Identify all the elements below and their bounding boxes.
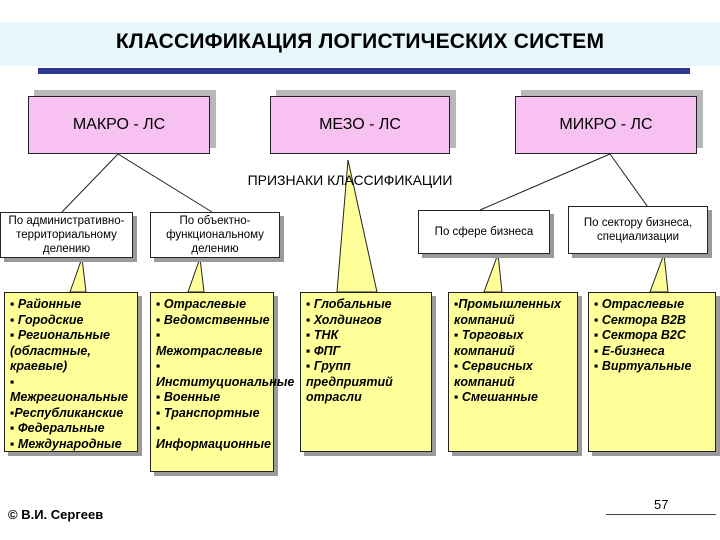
list-item: ▪ Городские xyxy=(10,312,84,327)
list-item: ▪ Федеральные xyxy=(10,421,105,435)
list-item: ▪ Виртуальные xyxy=(594,359,692,373)
list-item: ▪ Торговых компаний xyxy=(454,328,524,358)
list-item: ▪ Институциональные xyxy=(156,359,295,389)
list-functional: ▪ Отраслевые ▪ Ведомственные ▪ Межотрасл… xyxy=(150,292,295,472)
list-item: ▪ Групп предприятий отрасли xyxy=(306,359,393,404)
connector-micro-left xyxy=(479,153,611,211)
list-item: ▪Республиканские xyxy=(10,405,124,420)
list-item: ▪ Информационные xyxy=(156,421,271,451)
list-item: ▪ Международные xyxy=(10,436,122,451)
list-business-sphere: ▪Промышленных компаний ▪ Торговых компан… xyxy=(448,292,578,452)
author-credit: © В.И. Сергеев xyxy=(8,507,104,522)
list-item: ▪ Сектора B2B xyxy=(594,312,686,327)
list-item: ▪ Ведомственные xyxy=(156,312,270,327)
title-band xyxy=(0,22,720,66)
list-item: ▪ Сервисных компаний xyxy=(454,359,533,389)
list-item: ▪ Глобальные xyxy=(306,297,392,311)
list-item: ▪ ТНК xyxy=(306,328,339,342)
connector-macro-right xyxy=(117,153,213,213)
list-territorial: ▪ Районные ▪ Городские ▪ Региональные (о… xyxy=(4,292,138,452)
callout-criteria-4 xyxy=(649,253,669,293)
level-macro: МАКРО - ЛС xyxy=(28,96,210,154)
list-item: ▪ Холдингов xyxy=(306,312,382,327)
list-item: ▪ ФПГ xyxy=(306,343,341,358)
page-number-rule xyxy=(606,514,716,515)
page-number: 57 xyxy=(654,497,669,512)
list-item: ▪ Районные xyxy=(10,297,82,311)
list-item: ▪ Смешанные xyxy=(454,390,538,404)
connector-macro-left xyxy=(61,153,119,213)
criterion-territorial: По административно-территориальному деле… xyxy=(0,212,133,258)
list-item: ▪ Отраслевые xyxy=(594,297,685,311)
level-meso: МЕЗО - ЛС xyxy=(270,96,450,154)
criterion-functional: По объектно-функциональному делению xyxy=(150,212,280,258)
list-item: ▪ Отраслевые xyxy=(156,297,247,311)
list-item: ▪ Транспортные xyxy=(156,405,260,420)
callout-criteria-3 xyxy=(483,253,503,293)
list-business-sector: ▪ Отраслевые ▪ Сектора B2B ▪ Сектора B2C… xyxy=(588,292,716,452)
list-meso: ▪ Глобальные ▪ Холдингов ▪ ТНК ▪ ФПГ ▪ Г… xyxy=(300,292,432,452)
list-item: ▪ E-бизнеса xyxy=(594,343,665,358)
page-title: КЛАССИФИКАЦИЯ ЛОГИСТИЧЕСКИХ СИСТЕМ xyxy=(115,30,605,53)
list-item: ▪ Военные xyxy=(156,390,221,404)
title-underline xyxy=(38,68,690,74)
list-item: ▪ Межотраслевые xyxy=(156,328,263,358)
callout-criteria-1 xyxy=(69,257,87,293)
list-item: ▪ Сектора B2C xyxy=(594,328,686,342)
connector-micro-right xyxy=(609,153,651,211)
list-item: ▪ Региональные (областные, краевые) xyxy=(10,328,110,373)
classification-criteria-heading: ПРИЗНАКИ КЛАССИФИКАЦИИ xyxy=(247,172,453,188)
callout-criteria-2 xyxy=(187,257,205,293)
criterion-business-sector: По сектору бизнеса, специализации xyxy=(568,206,708,254)
level-micro: МИКРО - ЛС xyxy=(515,96,697,154)
criterion-business-sphere: По сфере бизнеса xyxy=(418,210,550,254)
list-item: ▪Промышленных компаний xyxy=(454,297,562,327)
list-item: ▪ Межрегиональные xyxy=(10,374,128,405)
